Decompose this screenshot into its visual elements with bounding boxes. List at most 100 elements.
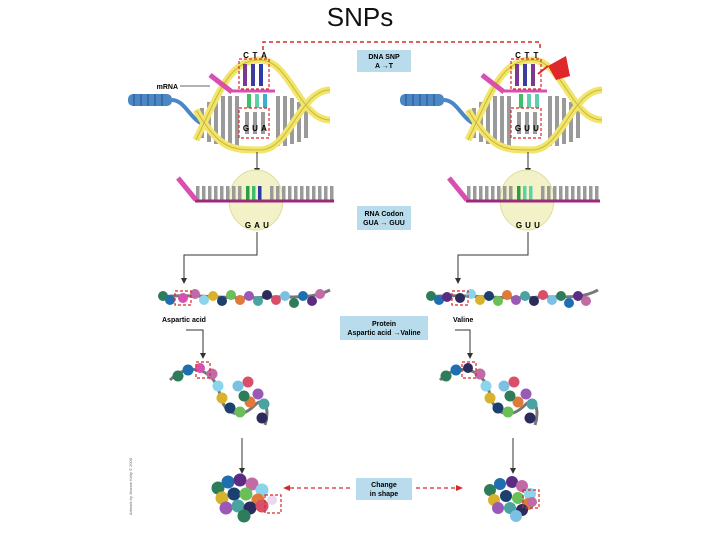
right-codon-letter-2: U	[525, 221, 531, 230]
amino-acid-blob	[252, 388, 264, 400]
amino-acid-blob	[271, 295, 281, 305]
amino-acid-blob	[182, 364, 194, 376]
left-folded-protein	[168, 361, 270, 426]
right-dna-top-letter-3: T	[534, 51, 539, 60]
right-dna-bases	[515, 64, 539, 134]
amino-acid-blob	[493, 296, 503, 306]
rna-codon-callout-line2: GUA → GUU	[363, 220, 405, 227]
snp-link-line	[262, 41, 541, 50]
amino-acid-blob	[512, 492, 524, 504]
amino-acid-blob	[434, 295, 444, 305]
amino-acid-blob	[474, 368, 486, 380]
amino-acid-blob	[511, 295, 521, 305]
right-dna-top-letter-2: T	[525, 51, 530, 60]
left-dna-bases	[243, 64, 267, 134]
amino-acid-blob	[242, 376, 254, 388]
protein-callout-line2: Aspartic acid →Valine	[347, 330, 420, 337]
amino-acid-blob	[512, 396, 524, 408]
amino-acid-blob	[426, 291, 436, 301]
right-codon-letter-1: G	[516, 221, 522, 230]
left-blue-coil	[128, 94, 206, 127]
amino-acid-blob	[232, 380, 244, 392]
amino-acid-blob	[484, 291, 494, 301]
right-folded-protein	[438, 361, 539, 426]
amino-acid-blob	[227, 487, 241, 501]
left-dna-helix	[128, 56, 331, 154]
amino-acid-blob	[492, 502, 504, 514]
amino-acid-blob	[255, 483, 269, 497]
amino-acid-blob	[244, 291, 254, 301]
amino-acid-blob	[484, 392, 496, 404]
left-dna-top-letter-2: T	[253, 51, 258, 60]
right-arrow-3	[455, 329, 471, 355]
right-dna-helix	[400, 56, 603, 154]
amino-acid-blob	[215, 491, 229, 505]
amino-acid-blob	[573, 291, 583, 301]
amino-acid-blob	[256, 412, 268, 424]
right-amino-acid-label: Valine	[453, 317, 473, 324]
left-dna-top-letter-1: C	[243, 51, 249, 60]
amino-acid-blob	[455, 293, 465, 303]
dna-snp-callout-line1: DNA SNP	[368, 54, 400, 61]
amino-acid-blob	[217, 296, 227, 306]
amino-acid-blob	[498, 380, 510, 392]
slide-title: SNPs	[326, 2, 394, 32]
right-compact-protein	[484, 476, 540, 522]
amino-acid-blob	[581, 296, 591, 306]
amino-acid-blob	[212, 380, 224, 392]
amino-acid-blob	[208, 291, 218, 301]
left-arrow-2	[183, 232, 258, 280]
dna-snp-callout	[357, 50, 411, 72]
amino-acid-blob	[262, 290, 272, 300]
left-mrna-tail	[176, 176, 198, 202]
artwork-credit: Artwork by Jeanne Kelly © 2000	[128, 457, 133, 515]
amino-acid-blob	[255, 499, 269, 513]
amino-acid-blob	[231, 499, 245, 513]
amino-acid-blob	[500, 490, 512, 502]
rna-codon-callout	[357, 206, 411, 230]
amino-acid-blob	[199, 295, 209, 305]
amino-acid-blob	[298, 291, 308, 301]
shape-callout-line1: Change	[371, 482, 397, 489]
right-dna-bottom-letter-2: U	[524, 124, 530, 133]
amino-acid-blob	[520, 291, 530, 301]
amino-acid-blob	[510, 510, 522, 522]
amino-acid-blob	[245, 477, 259, 491]
amino-acid-blob	[502, 406, 514, 418]
amino-acid-blob	[307, 296, 317, 306]
amino-acid-blob	[506, 476, 518, 488]
amino-acid-blob	[508, 376, 520, 388]
right-dna-bottom-letter-1: G	[515, 124, 521, 133]
left-amino-acid-label: Aspartic acid	[162, 317, 206, 324]
left-codon-letter-1: G	[245, 221, 251, 230]
amino-acid-blob	[442, 292, 452, 302]
amino-acid-blob	[527, 497, 537, 507]
amino-acid-blob	[502, 290, 512, 300]
mrna-label: mRNA	[157, 84, 178, 91]
left-codon-letter-3: U	[263, 221, 269, 230]
amino-acid-blob	[233, 473, 247, 487]
protein-callout	[340, 316, 428, 340]
left-dna-bottom-letter-1: G	[243, 124, 249, 133]
amino-acid-blob	[235, 295, 245, 305]
rna-codon-callout-line1: RNA Codon	[364, 211, 403, 218]
amino-acid-blob	[526, 398, 538, 410]
left-dna-top-letter-3: A	[261, 51, 267, 60]
amino-acid-blob	[475, 295, 485, 305]
left-protein-chain	[158, 288, 331, 308]
left-compact-protein	[211, 473, 282, 523]
amino-acid-blob	[520, 388, 532, 400]
amino-acid-blob	[504, 390, 516, 402]
left-mrna-comb	[196, 186, 334, 201]
snp-marker-icon	[537, 56, 570, 80]
amino-acid-blob	[206, 368, 218, 380]
amino-acid-blob	[267, 495, 277, 505]
amino-acid-blob	[253, 296, 263, 306]
amino-acid-blob	[315, 289, 325, 299]
amino-acid-blob	[524, 488, 536, 500]
right-dna-top-letter-1: C	[515, 51, 521, 60]
amino-acid-blob	[463, 363, 473, 373]
amino-acid-blob	[237, 509, 251, 523]
left-dna-bottom-letter-2: U	[252, 124, 258, 133]
